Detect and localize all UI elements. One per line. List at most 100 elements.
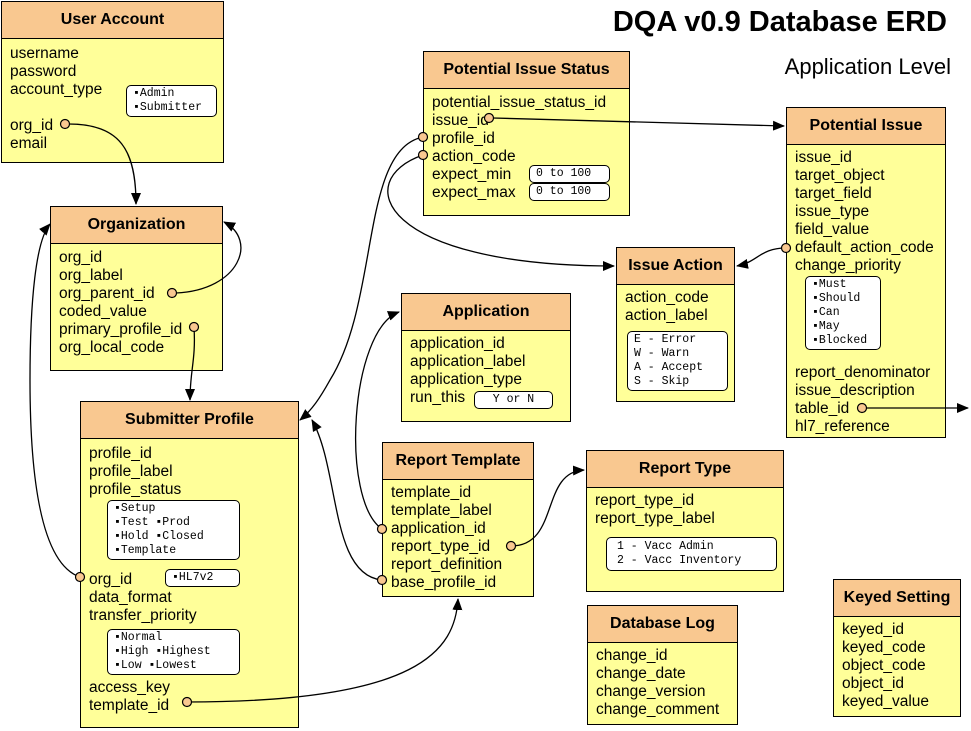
field-hl7-reference: hl7_reference xyxy=(795,418,890,435)
field-expect-min: expect_min xyxy=(432,166,512,183)
field-org-parent-id: org_parent_id xyxy=(59,285,155,302)
entity-title: Organization xyxy=(51,207,222,244)
report-type-note: 1 - Vacc Admin 2 - Vacc Inventory xyxy=(606,537,777,571)
field-org-id: org_id xyxy=(59,249,103,266)
transfer-priority-note: ▪Normal ▪High ▪Highest ▪Low ▪Lowest xyxy=(107,629,240,675)
link-status-action xyxy=(387,154,615,271)
field-template-label: template_label xyxy=(391,502,492,519)
field-run-this: run_this xyxy=(410,389,466,406)
link-user-org xyxy=(68,123,141,205)
expect-min-note: 0 to 100 xyxy=(529,165,610,183)
field-issue-id: issue_id xyxy=(795,149,852,166)
link-template-profile xyxy=(311,419,383,581)
account-type-note: ▪Admin ▪Submitter xyxy=(126,85,217,117)
field-profile-id: profile_id xyxy=(432,130,495,147)
field-issue-id: issue_id xyxy=(432,112,489,129)
entity-title: User Account xyxy=(2,2,223,39)
entity-keyed-setting[interactable]: Keyed Setting keyed_id keyed_code object… xyxy=(833,579,961,717)
field-target-object: target_object xyxy=(795,167,885,184)
fk-dot-primary-profile-id xyxy=(188,321,200,333)
field-password: password xyxy=(10,63,77,80)
field-application-type: application_type xyxy=(410,371,523,388)
field-potential-issue-status-id: potential_issue_status_id xyxy=(432,94,607,111)
fk-dot-profile-org-id xyxy=(74,571,86,583)
field-issue-description: issue_description xyxy=(795,382,915,399)
fk-dot-status-action-code xyxy=(417,149,429,161)
entity-report-template[interactable]: Report Template template_id template_lab… xyxy=(382,442,534,597)
link-issue-action xyxy=(736,247,787,269)
field-primary-profile-id: primary_profile_id xyxy=(59,321,183,338)
entity-title: Keyed Setting xyxy=(834,580,960,617)
fk-dot-template-application-id xyxy=(376,523,388,535)
entity-issue-action[interactable]: Issue Action action_code action_label E … xyxy=(616,247,735,402)
link-org-primary-profile xyxy=(185,326,196,401)
fk-dot-status-profile-id xyxy=(417,131,429,143)
diagram-title: DQA v0.9 Database ERD xyxy=(612,6,947,38)
field-coded-value: coded_value xyxy=(59,303,147,320)
link-org-parent xyxy=(175,221,242,294)
field-account-type: account_type xyxy=(10,81,103,98)
fk-dot-status-issue-id xyxy=(483,112,495,124)
action-code-note: E - Error W - Warn A - Accept S - Skip xyxy=(627,331,728,391)
field-report-type-id: report_type_id xyxy=(391,538,491,555)
link-status-issue xyxy=(492,117,785,131)
field-change-date: change_date xyxy=(596,665,686,682)
fk-dot-user-org-id xyxy=(59,118,71,130)
field-org-label: org_label xyxy=(59,267,123,284)
field-target-field: target_field xyxy=(795,185,872,202)
field-field-value: field_value xyxy=(795,221,870,238)
field-action-code: action_code xyxy=(432,148,516,165)
field-template-id: template_id xyxy=(89,697,170,714)
field-change-id: change_id xyxy=(596,647,668,664)
entity-submitter-profile[interactable]: Submitter Profile profile_id profile_lab… xyxy=(80,401,299,728)
field-action-label: action_label xyxy=(625,307,708,324)
field-access-key: access_key xyxy=(89,679,170,696)
field-application-id: application_id xyxy=(410,335,505,352)
entity-user-account[interactable]: User Account username password account_t… xyxy=(1,1,224,163)
field-org-id: org_id xyxy=(89,571,133,588)
field-report-denominator: report_denominator xyxy=(795,364,931,381)
entity-report-type[interactable]: Report Type report_type_id report_type_l… xyxy=(586,450,784,592)
field-object-id: object_id xyxy=(842,675,905,692)
field-application-label: application_label xyxy=(410,353,526,370)
link-template-report-type xyxy=(510,465,585,547)
field-template-id: template_id xyxy=(391,484,472,501)
fk-dot-issue-table-id xyxy=(856,402,868,414)
fk-dot-profile-template-id xyxy=(181,696,193,708)
entity-title: Submitter Profile xyxy=(81,402,298,439)
field-change-version: change_version xyxy=(596,683,706,700)
entity-title: Potential Issue Status xyxy=(424,52,629,89)
field-org-local-code: org_local_code xyxy=(59,339,165,356)
entity-database-log[interactable]: Database Log change_id change_date chang… xyxy=(587,605,738,725)
field-default-action-code: default_action_code xyxy=(795,239,934,256)
field-base-profile-id: base_profile_id xyxy=(391,574,497,591)
field-username: username xyxy=(10,45,79,62)
entity-application[interactable]: Application application_id application_l… xyxy=(401,293,571,422)
field-data-format: data_format xyxy=(89,589,172,606)
entity-title: Issue Action xyxy=(617,248,734,285)
field-expect-max: expect_max xyxy=(432,184,516,201)
entity-organization[interactable]: Organization org_id org_label org_parent… xyxy=(50,206,223,371)
field-report-definition: report_definition xyxy=(391,556,503,573)
field-change-priority: change_priority xyxy=(795,257,901,274)
field-email: email xyxy=(10,135,48,152)
link-profile-org xyxy=(29,223,81,578)
fk-dot-template-base-profile-id xyxy=(376,574,388,586)
run-this-note: Y or N xyxy=(474,391,553,409)
link-status-profile xyxy=(299,136,424,421)
field-report-type-label: report_type_label xyxy=(595,510,715,527)
field-object-code: object_code xyxy=(842,657,926,674)
field-transfer-priority: transfer_priority xyxy=(89,607,197,624)
change-priority-note: ▪Must ▪Should ▪Can ▪May ▪Blocked xyxy=(805,276,881,350)
entity-potential-issue-status[interactable]: Potential Issue Status potential_issue_s… xyxy=(423,51,630,216)
field-profile-status: profile_status xyxy=(89,481,182,498)
field-action-code: action_code xyxy=(625,289,709,306)
field-report-type-id: report_type_id xyxy=(595,492,695,509)
diagram-subtitle: Application Level xyxy=(784,54,951,79)
entity-title: Report Type xyxy=(587,451,783,488)
field-change-comment: change_comment xyxy=(596,701,720,718)
entity-potential-issue[interactable]: Potential Issue issue_id target_object t… xyxy=(786,107,946,438)
entity-title: Database Log xyxy=(588,606,737,643)
